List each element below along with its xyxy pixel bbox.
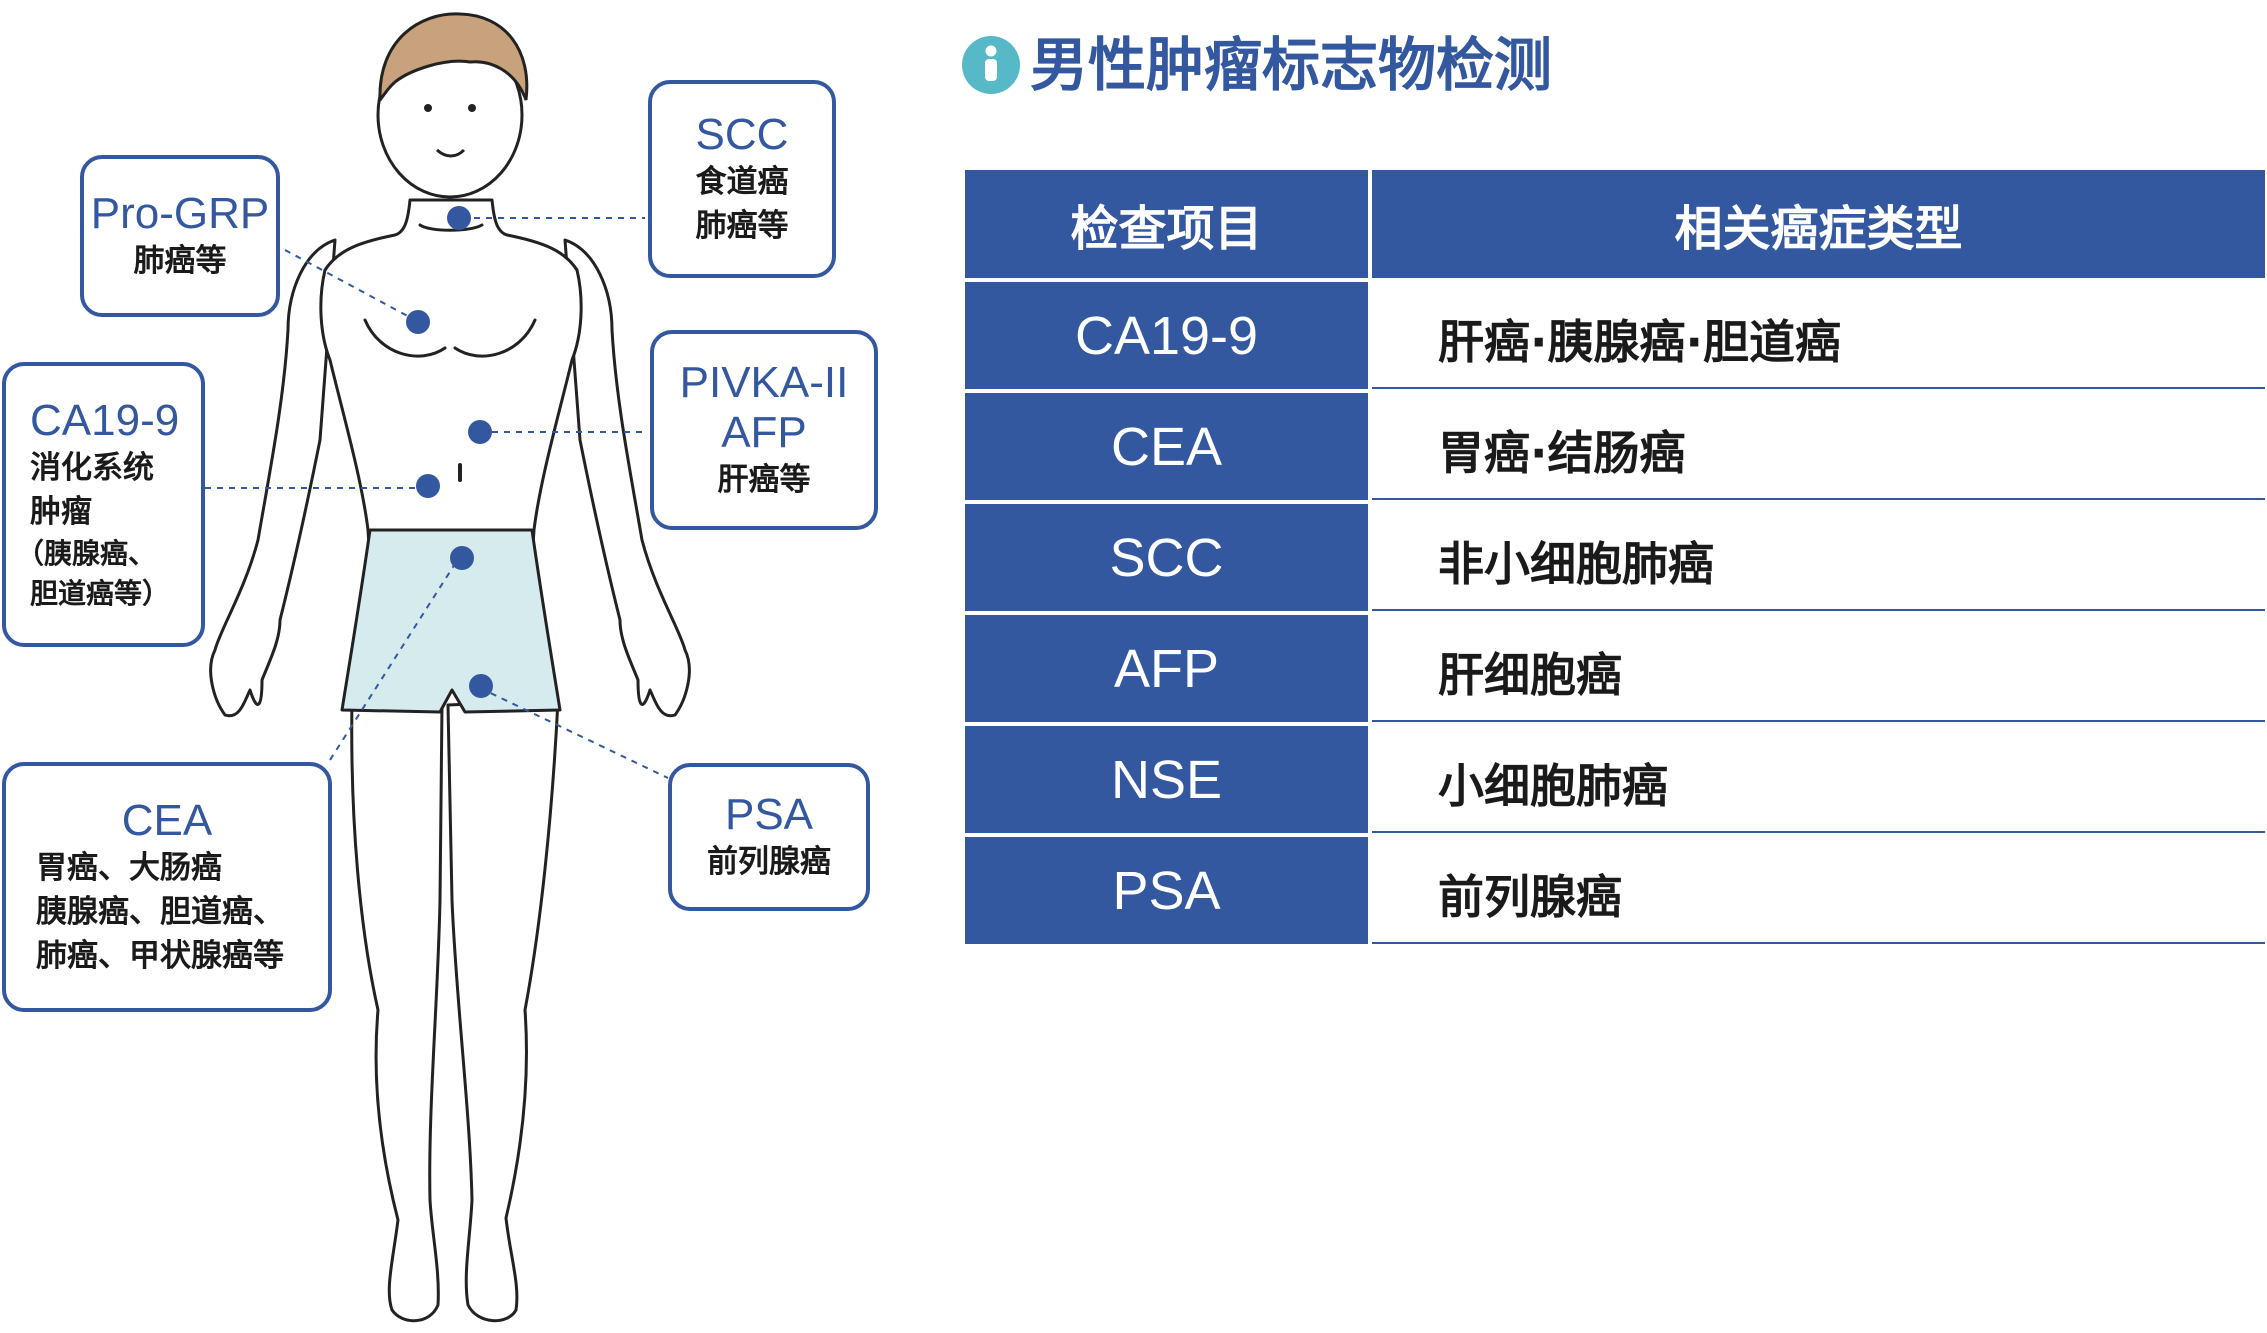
callout-title: PSA: [724, 790, 814, 839]
callout-text: 肺癌等: [133, 243, 227, 279]
callout-text: 胰腺癌、胆道癌、: [36, 894, 284, 930]
table-row: CEA 胃癌·结肠癌: [965, 393, 2265, 500]
table-row: CA19-9 肝癌·胰腺癌·胆道癌: [965, 282, 2265, 389]
callout-text: 消化系统: [30, 449, 154, 486]
marker-cell: CA19-9: [965, 282, 1368, 389]
left-arm: [209, 238, 337, 718]
callout-scc: SCC 食道癌 肺癌等: [648, 80, 836, 278]
callout-text: 肺癌等: [695, 208, 789, 244]
marker-cell: SCC: [965, 504, 1368, 611]
header-cell: 检查项目: [965, 170, 1368, 278]
callout-text: 食道癌: [695, 164, 789, 200]
callout-text: 肝癌等: [717, 462, 811, 498]
right-leg: [446, 698, 560, 1323]
person-info-icon: [962, 36, 1020, 94]
callout-cea: CEA 胃癌、大肠癌 胰腺癌、胆道癌、 肺癌、甲状腺癌等: [2, 762, 332, 1012]
callout-text: 肿瘤: [30, 493, 92, 530]
cancer-cell: 肝细胞癌: [1372, 615, 2265, 722]
callout-title-secondary: AFP: [721, 408, 807, 457]
cancer-cell: 胃癌·结肠癌: [1372, 393, 2265, 500]
table-row: PSA 前列腺癌: [965, 837, 2265, 944]
table-row: AFP 肝细胞癌: [965, 615, 2265, 722]
marker-cell: PSA: [965, 837, 1368, 944]
callout-title: PIVKA-II: [679, 358, 849, 407]
callout-text: （胰腺癌、: [16, 536, 157, 570]
callout-text: 前列腺癌: [707, 844, 831, 880]
right-arm: [563, 238, 691, 718]
callout-title: CEA: [121, 796, 213, 845]
callout-title: Pro-GRP: [90, 189, 270, 238]
head: [376, 12, 529, 199]
callout-text: 肺癌、甲状腺癌等: [36, 938, 284, 974]
callout-pivka-afp: PIVKA-II AFP 肝癌等: [650, 330, 878, 530]
title-row: 男性肿瘤标志物检测: [962, 30, 1552, 100]
shorts: [340, 528, 562, 714]
table-row: NSE 小细胞肺癌: [965, 726, 2265, 833]
callout-psa: PSA 前列腺癌: [668, 763, 870, 911]
table-row: SCC 非小细胞肺癌: [965, 504, 2265, 611]
torso: [319, 198, 583, 562]
page-title: 男性肿瘤标志物检测: [1030, 31, 1553, 99]
cancer-cell: 肝癌·胰腺癌·胆道癌: [1372, 282, 2265, 389]
callout-text: 胃癌、大肠癌: [36, 850, 222, 886]
human-body-illustration: [205, 12, 691, 1323]
marker-cell: CEA: [965, 393, 1368, 500]
header-cell: 相关癌症类型: [1372, 170, 2265, 278]
callout-title: SCC: [695, 110, 789, 159]
table-header-row: 检查项目 相关癌症类型: [965, 170, 2265, 278]
callout-text: 胆道癌等）: [30, 576, 171, 610]
cancer-cell: 非小细胞肺癌: [1372, 504, 2265, 611]
cancer-cell: 小细胞肺癌: [1372, 726, 2265, 833]
body-diagram: Pro-GRP 肺癌等 SCC 食道癌 肺癌等 CA19-9 消化系统 肿瘤 （…: [0, 0, 900, 1329]
left-leg: [350, 698, 444, 1323]
marker-cell: AFP: [965, 615, 1368, 722]
callout-title: CA19-9: [30, 395, 180, 445]
callout-pro-grp: Pro-GRP 肺癌等: [80, 155, 280, 317]
marker-table: 检查项目 相关癌症类型 CA19-9 肝癌·胰腺癌·胆道癌 CEA 胃癌·结肠癌…: [965, 170, 2265, 948]
marker-cell: NSE: [965, 726, 1368, 833]
callout-ca199: CA19-9 消化系统 肿瘤 （胰腺癌、 胆道癌等）: [2, 362, 205, 647]
cancer-cell: 前列腺癌: [1372, 837, 2265, 944]
